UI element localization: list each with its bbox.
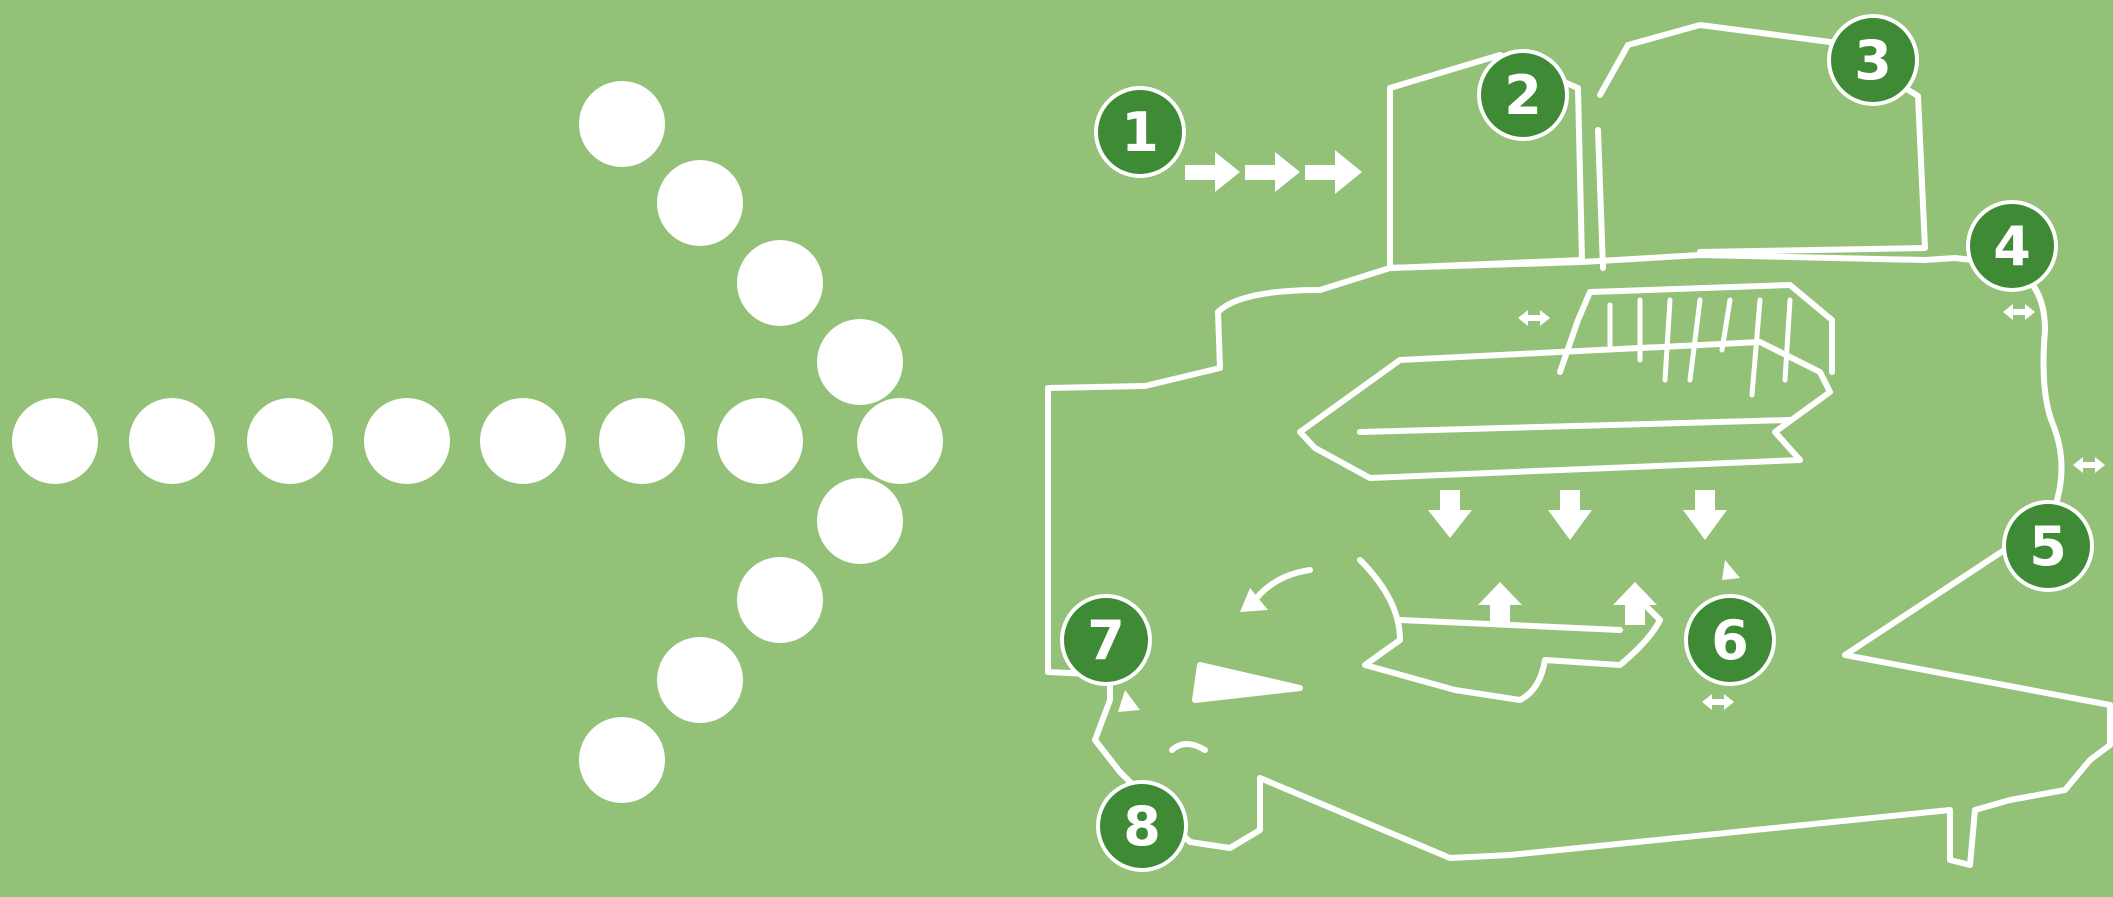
marker-1: 1	[1096, 88, 1184, 176]
marker-label: 8	[1123, 795, 1161, 858]
marker-5: 5	[2004, 502, 2092, 590]
marker-label: 2	[1504, 64, 1542, 127]
arrow-dot	[817, 319, 903, 405]
marker-label: 6	[1711, 609, 1749, 672]
marker-2: 2	[1479, 51, 1567, 139]
marker-8: 8	[1098, 782, 1186, 870]
arrow-dot	[579, 81, 665, 167]
arrow-dot	[737, 240, 823, 326]
marker-7: 7	[1062, 596, 1150, 684]
marker-label: 4	[1993, 215, 2031, 278]
marker-label: 3	[1854, 29, 1892, 92]
marker-4: 4	[1968, 202, 2056, 290]
arrow-dot	[247, 398, 333, 484]
arrow-dot	[717, 398, 803, 484]
arrow-dot	[12, 398, 98, 484]
marker-3: 3	[1829, 16, 1917, 104]
arrow-dot	[129, 398, 215, 484]
arrow-dot	[599, 398, 685, 484]
arrow-dot	[480, 398, 566, 484]
arrow-dot	[364, 398, 450, 484]
arrow-dot	[737, 557, 823, 643]
marker-label: 7	[1087, 609, 1125, 672]
arrow-dot	[857, 398, 943, 484]
arrow-dot	[817, 478, 903, 564]
marker-6: 6	[1686, 596, 1774, 684]
arrow-dot	[579, 717, 665, 803]
arrow-dot	[657, 160, 743, 246]
arrow-dot	[657, 637, 743, 723]
marker-label: 5	[2029, 515, 2067, 578]
marker-label: 1	[1121, 101, 1159, 164]
